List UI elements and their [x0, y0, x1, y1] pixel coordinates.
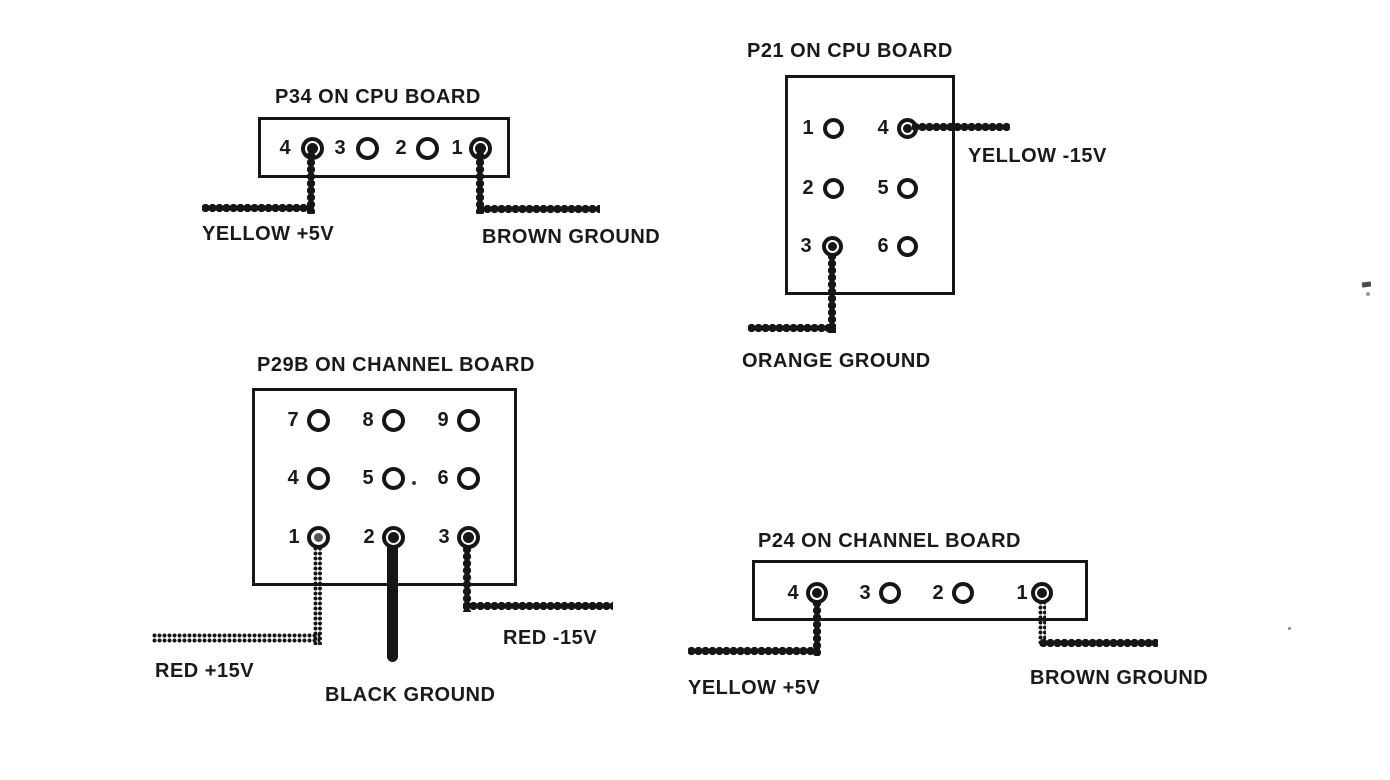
p21-title: P21 ON CPU BOARD — [747, 40, 953, 62]
scan-speck-1 — [1361, 281, 1372, 288]
p29b-wire-label-black-ground: BLACK GROUND — [325, 684, 496, 706]
p34-wire-label-brown-ground: BROWN GROUND — [482, 226, 661, 248]
p34-connector-box — [258, 117, 510, 178]
p24-pin3-number: 3 — [859, 582, 871, 604]
p29b-wire-red-plus15v-vertical — [313, 546, 322, 645]
p34-wire-brown-ground-vertical — [475, 152, 485, 214]
p21-pin3-number: 3 — [800, 235, 812, 257]
p29b-pin8-circle — [382, 409, 405, 432]
p29b-wire-label-red-plus15v: RED +15V — [155, 660, 255, 682]
scan-speck-3 — [412, 481, 416, 485]
p29b-pin4-number: 4 — [287, 467, 299, 489]
p29b-wire-black-ground-vertical — [387, 546, 398, 662]
p21-pin6-circle — [897, 236, 918, 257]
scan-speck-4 — [1288, 627, 1291, 630]
p29b-pin7-circle — [307, 409, 330, 432]
p21-pin6-number: 6 — [877, 235, 889, 257]
p21-pin1-circle — [823, 118, 844, 139]
p34-wire-yellow-5v-vertical — [306, 152, 316, 214]
p29b-pin4-circle — [307, 467, 330, 490]
p29b-pin1-number: 1 — [288, 526, 300, 548]
p34-wire-yellow-5v-horizontal — [202, 203, 314, 213]
p29b-pin3-number: 3 — [438, 526, 450, 548]
p34-pin1-number: 1 — [451, 137, 463, 159]
p21-pin2-circle — [823, 178, 844, 199]
p24-pin1-number: 1 — [1016, 582, 1028, 604]
p34-pin2-number: 2 — [395, 137, 407, 159]
p29b-wire-label-red-minus15v: RED -15V — [503, 627, 598, 649]
p24-pin2-number: 2 — [932, 582, 944, 604]
p24-title: P24 ON CHANNEL BOARD — [758, 530, 1021, 552]
p29b-pin8-number: 8 — [362, 409, 374, 431]
p21-connector-box — [785, 75, 955, 295]
p29b-wire-red-plus15v-horizontal — [152, 633, 320, 643]
p29b-pin6-circle — [457, 467, 480, 490]
p24-wire-label-yellow-5v: YELLOW +5V — [688, 677, 821, 699]
p21-pin5-number: 5 — [877, 177, 889, 199]
p21-wire-label-orange-ground: ORANGE GROUND — [742, 350, 931, 372]
p29b-pin9-circle — [457, 409, 480, 432]
p34-pin3-number: 3 — [334, 137, 346, 159]
p21-pin1-number: 1 — [802, 117, 814, 139]
p29b-wire-red-minus15v-vertical — [462, 546, 472, 612]
p34-title: P34 ON CPU BOARD — [275, 86, 481, 108]
p21-wire-label-yellow-15v: YELLOW -15V — [968, 145, 1107, 167]
p24-pin4-number: 4 — [787, 582, 799, 604]
p34-pin3-circle — [356, 137, 379, 160]
p24-wire-yellow-5v-vertical — [812, 600, 822, 656]
p21-pin4-number: 4 — [877, 117, 889, 139]
p24-wire-brown-ground-horizontal — [1040, 638, 1158, 648]
p29b-pin6-number: 6 — [437, 467, 449, 489]
p29b-wire-red-minus15v-horizontal — [463, 601, 613, 611]
scan-speck-2 — [1366, 292, 1370, 296]
p21-wire-orange-ground-horizontal — [748, 323, 836, 333]
p24-wire-brown-ground-vertical — [1038, 600, 1046, 646]
p34-wire-brown-ground-horizontal — [477, 204, 600, 214]
p29b-pin7-number: 7 — [287, 409, 299, 431]
p29b-pin9-number: 9 — [437, 409, 449, 431]
p21-pin5-circle — [897, 178, 918, 199]
p21-wire-orange-ground-vertical — [827, 253, 837, 333]
p34-pin4-number: 4 — [279, 137, 291, 159]
p34-pin2-circle — [416, 137, 439, 160]
p34-wire-label-yellow-5v: YELLOW +5V — [202, 223, 335, 245]
p24-wire-label-brown-ground: BROWN GROUND — [1030, 667, 1209, 689]
p29b-pin2-number: 2 — [363, 526, 375, 548]
p24-wire-yellow-5v-horizontal — [688, 646, 820, 656]
p29b-title: P29B ON CHANNEL BOARD — [257, 354, 535, 376]
p29b-pin5-number: 5 — [362, 467, 374, 489]
p29b-pin5-circle — [382, 467, 405, 490]
p21-wire-yellow-15v-horizontal — [912, 122, 1010, 132]
p24-pin2-circle — [952, 582, 974, 604]
p21-pin2-number: 2 — [802, 177, 814, 199]
p24-pin3-circle — [879, 582, 901, 604]
p24-pin4-circle — [806, 582, 828, 604]
